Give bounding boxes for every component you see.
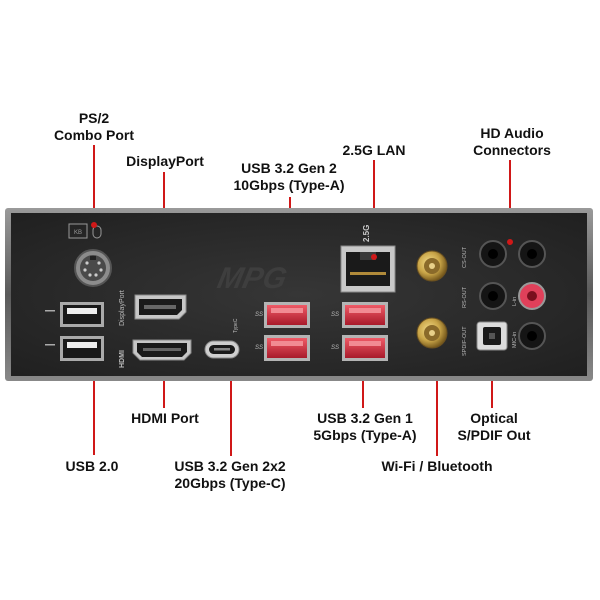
spdif-out-marking: SPDIF-OUT (462, 326, 468, 356)
hdmi-port (132, 339, 192, 361)
usb-gen2-port-bottom (264, 335, 310, 361)
usb-gen2x2-leader (230, 358, 232, 456)
optical-label-line1: Optical (470, 410, 518, 426)
usb-type-c-port (204, 340, 240, 359)
wifi-antenna-connector-top (416, 250, 448, 282)
displayport-label-text: DisplayPort (126, 153, 204, 169)
ss-marking-gen1-top: SS (331, 312, 339, 318)
usb20-label: USB 2.0 (52, 458, 132, 475)
usb-gen1-label-line2: 5Gbps (Type-A) (313, 427, 417, 443)
lan-leader-dot (371, 254, 377, 260)
mouse-icon (92, 225, 102, 239)
kb-marking: KB (74, 230, 82, 236)
audio-jack-rs-out (479, 282, 507, 310)
keyboard-icon: KB (68, 223, 88, 239)
usb-gen1-port-top (342, 302, 388, 328)
hd-audio-label-line1: HD Audio (480, 125, 544, 141)
mpg-logo: MPG (215, 262, 290, 295)
line-in-marking: L-in (512, 297, 518, 306)
lan-port (340, 245, 396, 293)
usb-symbol-icon (45, 310, 55, 346)
cs-out-marking: CS-OUT (462, 246, 468, 268)
usb-gen2-label: USB 3.2 Gen 2 10Gbps (Type-A) (224, 160, 354, 194)
displayport-marking: DisplayPort (119, 290, 126, 326)
usb-gen1-port-bottom (342, 335, 388, 361)
usb-gen1-label: USB 3.2 Gen 1 5Gbps (Type-A) (300, 410, 430, 444)
optical-label: Optical S/PDIF Out (446, 410, 542, 444)
audio-jack-cs-out (479, 240, 507, 268)
mic-in-marking: MIC-in (512, 332, 518, 348)
wifi-label: Wi-Fi / Bluetooth (370, 458, 504, 475)
ps2-label-line1: PS/2 (78, 110, 110, 126)
ps2-port (74, 249, 112, 287)
rs-out-marking: RS-OUT (462, 286, 468, 308)
lan-label-text: 2.5G LAN (342, 142, 406, 158)
wifi-label-text: Wi-Fi / Bluetooth (381, 458, 493, 474)
io-panel: KB DisplayPort HDMI MPG TypeC (5, 208, 593, 381)
usb-gen2-port-top (264, 302, 310, 328)
ps2-label: PS/2 Combo Port (52, 110, 136, 144)
typec-marking: TypeC (233, 318, 239, 333)
usb-gen2-label-line2: 10Gbps (Type-A) (233, 177, 345, 193)
lan-label: 2.5G LAN (334, 142, 414, 159)
hdmi-label: HDMI Port (118, 410, 212, 427)
hd-audio-leader-dot (507, 239, 513, 245)
audio-jack-line-out (518, 240, 546, 268)
usb-gen2x2-label: USB 3.2 Gen 2x2 20Gbps (Type-C) (160, 458, 300, 492)
usb-gen1-label-line1: USB 3.2 Gen 1 (317, 410, 413, 426)
hd-audio-leader (509, 160, 511, 242)
usb-gen1-leader (362, 362, 364, 408)
optical-label-line2: S/PDIF Out (457, 427, 531, 443)
ss-marking-gen1-bottom: SS (331, 345, 339, 351)
audio-jack-mic-in (518, 322, 546, 350)
wifi-antenna-connector-bottom (416, 317, 448, 349)
usb-gen2x2-label-line1: USB 3.2 Gen 2x2 (174, 458, 286, 474)
usb20-label-text: USB 2.0 (65, 458, 119, 474)
ps2-label-line2: Combo Port (53, 127, 135, 143)
hdmi-marking: HDMI (119, 350, 126, 368)
ps2-leader (93, 145, 95, 225)
ps2-leader-dot (91, 222, 97, 228)
ss-marking-gen2-top: SS (255, 312, 263, 318)
optical-spdif-port (476, 321, 508, 351)
hdmi-leader (163, 362, 165, 408)
hdmi-label-text: HDMI Port (131, 410, 199, 426)
usb20-port-bottom (60, 336, 104, 361)
hd-audio-label: HD Audio Connectors (460, 125, 564, 159)
usb-gen2-label-line1: USB 3.2 Gen 2 (241, 160, 337, 176)
audio-jack-line-in (518, 282, 546, 310)
hd-audio-label-line2: Connectors (473, 142, 551, 158)
usb-gen2x2-label-line2: 20Gbps (Type-C) (174, 475, 286, 491)
displayport-label: DisplayPort (116, 153, 214, 170)
displayport-port (134, 294, 187, 320)
usb20-port-top (60, 302, 104, 327)
usb20-leader (93, 365, 95, 455)
ss-marking-gen2-bottom: SS (255, 345, 263, 351)
wifi-leader (436, 352, 438, 456)
lan-speed-marking: 2.5G (362, 225, 371, 242)
